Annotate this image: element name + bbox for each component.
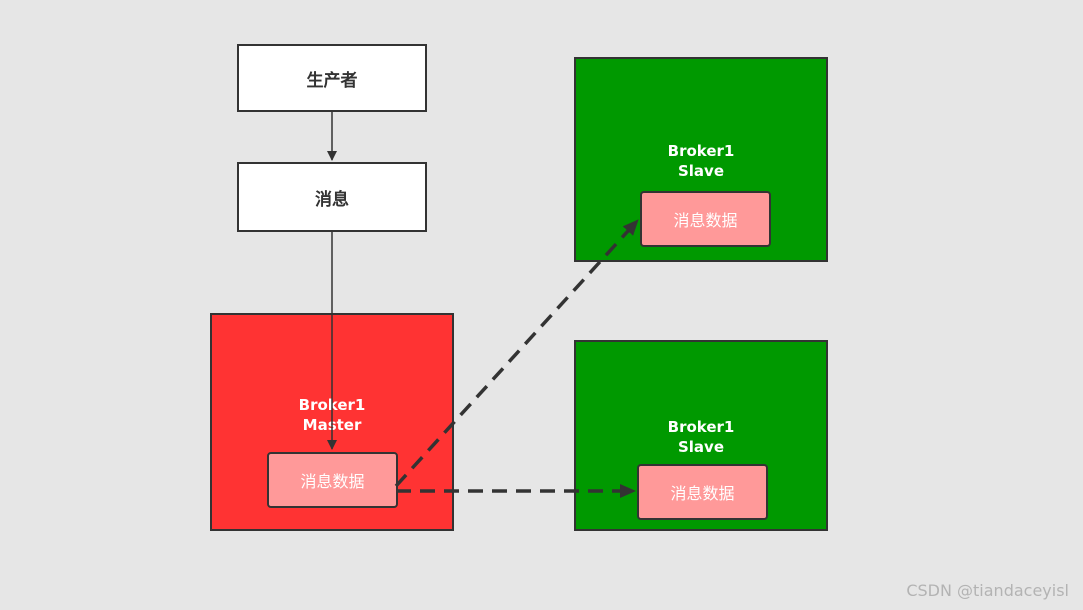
producer-label: 生产者 [306, 70, 358, 91]
broker-master-label: Broker1 Master [212, 395, 452, 435]
broker-slave-top-role: Slave [677, 162, 725, 180]
producer-box: 生产者 [237, 44, 427, 112]
broker-master-role: Master [302, 416, 362, 434]
slave-top-message-data-label: 消息数据 [673, 211, 738, 230]
broker-slave-bottom-role: Slave [677, 438, 725, 456]
broker-master: Broker1 Master 消息数据 [210, 313, 454, 531]
broker-slave-top-label: Broker1 Slave [576, 141, 826, 181]
watermark: CSDN @tiandaceyisl [906, 581, 1069, 600]
slave-bottom-message-data-label: 消息数据 [670, 484, 735, 503]
broker-slave-top-name: Broker1 [667, 142, 735, 160]
broker-master-name: Broker1 [298, 396, 366, 414]
broker-slave-bottom-name: Broker1 [667, 418, 735, 436]
broker-slave-bottom: Broker1 Slave 消息数据 [574, 340, 828, 531]
broker-slave-bottom-label: Broker1 Slave [576, 417, 826, 457]
message-box: 消息 [237, 162, 427, 232]
master-message-data-label: 消息数据 [300, 472, 365, 491]
broker-slave-top: Broker1 Slave 消息数据 [574, 57, 828, 262]
slave-bottom-message-data: 消息数据 [637, 464, 768, 520]
slave-top-message-data: 消息数据 [640, 191, 771, 247]
message-label: 消息 [315, 189, 349, 210]
master-message-data: 消息数据 [267, 452, 398, 508]
